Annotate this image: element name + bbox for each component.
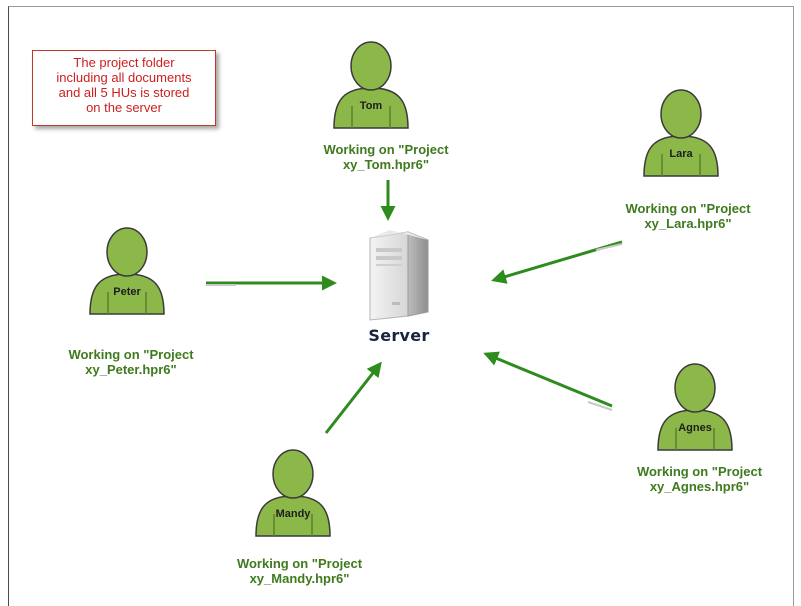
- user-name: Lara: [669, 148, 693, 160]
- caption-line: Working on "Project: [323, 142, 449, 157]
- user-caption-agnes: Working on "Project xy_Agnes.hpr6": [612, 464, 787, 494]
- user-caption-tom: Working on "Project xy_Tom.hpr6": [301, 142, 471, 172]
- user-caption-lara: Working on "Project xy_Lara.hpr6": [603, 201, 773, 231]
- user-name: Peter: [113, 286, 141, 298]
- person-icon: [643, 89, 719, 177]
- arrow-mandy-to-server: [324, 361, 382, 434]
- user-caption-mandy: Working on "Project xy_Mandy.hpr6": [212, 556, 387, 586]
- info-note-line: and all 5 HUs is stored: [58, 85, 190, 100]
- server-label: Server: [368, 326, 430, 345]
- caption-line: xy_Peter.hpr6": [85, 362, 177, 377]
- diagram-frame: [8, 6, 794, 606]
- person-icon: [333, 41, 409, 129]
- user-tom: Tom: [330, 36, 412, 132]
- user-agnes: Agnes: [654, 358, 736, 454]
- user-mandy: Mandy: [252, 444, 334, 540]
- person-icon: [255, 449, 331, 537]
- user-peter: Peter: [86, 222, 168, 318]
- caption-line: Working on "Project: [236, 556, 363, 571]
- user-caption-peter: Working on "Project xy_Peter.hpr6": [46, 347, 216, 377]
- arrow-shadow: [595, 243, 623, 251]
- caption-line: Working on "Project: [636, 464, 763, 479]
- caption-line: Working on "Project: [68, 347, 194, 362]
- info-note-line: including all documents: [56, 70, 192, 85]
- info-note-line: on the server: [86, 100, 162, 115]
- caption-line: Working on "Project: [625, 201, 751, 216]
- info-note: The project folder including all documen…: [32, 50, 216, 126]
- person-icon: [89, 227, 165, 315]
- user-name: Mandy: [275, 508, 311, 520]
- info-note-line: The project folder: [73, 55, 175, 70]
- person-icon: [657, 363, 733, 451]
- caption-line: xy_Tom.hpr6": [342, 157, 430, 172]
- user-lara: Lara: [640, 84, 722, 180]
- caption-line: xy_Mandy.hpr6": [249, 571, 350, 586]
- arrow-shadow: [587, 401, 613, 411]
- user-name: Agnes: [678, 422, 712, 434]
- arrow-agnes-to-server: [483, 351, 613, 408]
- user-name: Tom: [359, 100, 383, 112]
- server-icon: [362, 228, 432, 323]
- caption-line: xy_Lara.hpr6": [644, 216, 732, 231]
- caption-line: xy_Agnes.hpr6": [649, 479, 750, 494]
